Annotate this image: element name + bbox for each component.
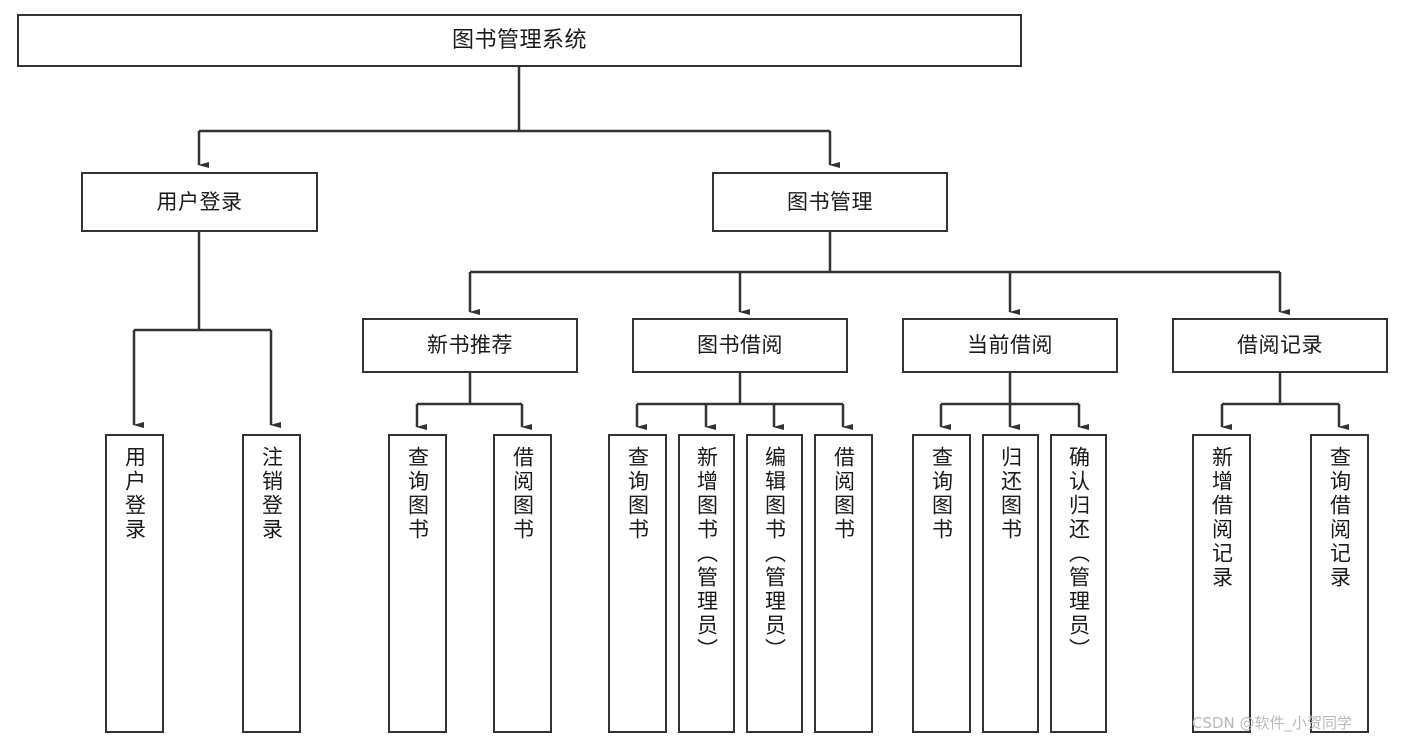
node-label: 新书推荐 bbox=[427, 333, 513, 358]
node-label: 新增借阅记录 bbox=[1209, 446, 1234, 590]
node-leaf-confirm-return[interactable]: 确认归还（管理员） bbox=[1050, 434, 1107, 733]
node-label: 借阅图书 bbox=[510, 446, 535, 542]
node-book-borrow[interactable]: 图书借阅 bbox=[632, 318, 848, 373]
node-label: 用户登录 bbox=[122, 446, 147, 542]
node-root-system[interactable]: 图书管理系统 bbox=[17, 14, 1022, 67]
node-label: 查询图书 bbox=[625, 446, 650, 542]
node-label: 查询借阅记录 bbox=[1327, 446, 1352, 590]
node-label: 借阅图书 bbox=[831, 446, 856, 542]
node-book-management[interactable]: 图书管理 bbox=[712, 172, 948, 232]
edge-borrowrecord-to-leaves bbox=[1220, 373, 1349, 430]
node-label: 归还图书 bbox=[998, 446, 1023, 542]
edge-root-to-level1 bbox=[197, 67, 840, 168]
edge-bookmgmt-to-level2 bbox=[468, 232, 1290, 315]
node-current-borrow[interactable]: 当前借阅 bbox=[902, 318, 1118, 373]
node-label: 当前借阅 bbox=[967, 333, 1053, 358]
node-label: 图书管理 bbox=[787, 189, 873, 214]
edge-newbook-to-leaves bbox=[415, 373, 532, 430]
node-label: 注销登录 bbox=[259, 446, 284, 542]
node-leaf-user-login[interactable]: 用户登录 bbox=[105, 434, 164, 733]
node-leaf-return-book[interactable]: 归还图书 bbox=[982, 434, 1039, 733]
edge-bookborrow-to-leaves bbox=[635, 373, 853, 430]
node-label: 确认归还（管理员） bbox=[1066, 446, 1091, 662]
node-label: 图书管理系统 bbox=[451, 27, 587, 53]
node-user-login[interactable]: 用户登录 bbox=[81, 172, 318, 232]
node-leaf-add-book[interactable]: 新增图书（管理员） bbox=[678, 434, 735, 733]
node-leaf-query-book-1[interactable]: 查询图书 bbox=[388, 434, 447, 733]
edge-currentborrow-to-leaves bbox=[939, 373, 1089, 430]
node-leaf-query-book-2[interactable]: 查询图书 bbox=[608, 434, 667, 733]
node-label: 借阅记录 bbox=[1237, 333, 1323, 358]
node-leaf-edit-book[interactable]: 编辑图书（管理员） bbox=[746, 434, 803, 733]
node-label: 查询图书 bbox=[929, 446, 954, 542]
csdn-watermark: CSDN @软件_小贺同学 bbox=[1192, 714, 1353, 732]
node-leaf-borrow-book-1[interactable]: 借阅图书 bbox=[493, 434, 552, 733]
node-leaf-query-record[interactable]: 查询借阅记录 bbox=[1310, 434, 1369, 733]
node-label: 查询图书 bbox=[405, 446, 430, 542]
node-leaf-logout-login[interactable]: 注销登录 bbox=[242, 434, 301, 733]
edge-userlogin-to-leaves bbox=[132, 232, 281, 428]
node-borrow-record[interactable]: 借阅记录 bbox=[1172, 318, 1388, 373]
node-leaf-add-record[interactable]: 新增借阅记录 bbox=[1192, 434, 1251, 733]
node-label: 图书借阅 bbox=[697, 333, 783, 358]
node-leaf-borrow-book-2[interactable]: 借阅图书 bbox=[814, 434, 873, 733]
node-label: 新增图书（管理员） bbox=[694, 446, 719, 662]
node-leaf-query-book-3[interactable]: 查询图书 bbox=[912, 434, 971, 733]
node-new-book-recommend[interactable]: 新书推荐 bbox=[362, 318, 578, 373]
node-label: 编辑图书（管理员） bbox=[762, 446, 787, 662]
node-label: 用户登录 bbox=[156, 189, 243, 214]
